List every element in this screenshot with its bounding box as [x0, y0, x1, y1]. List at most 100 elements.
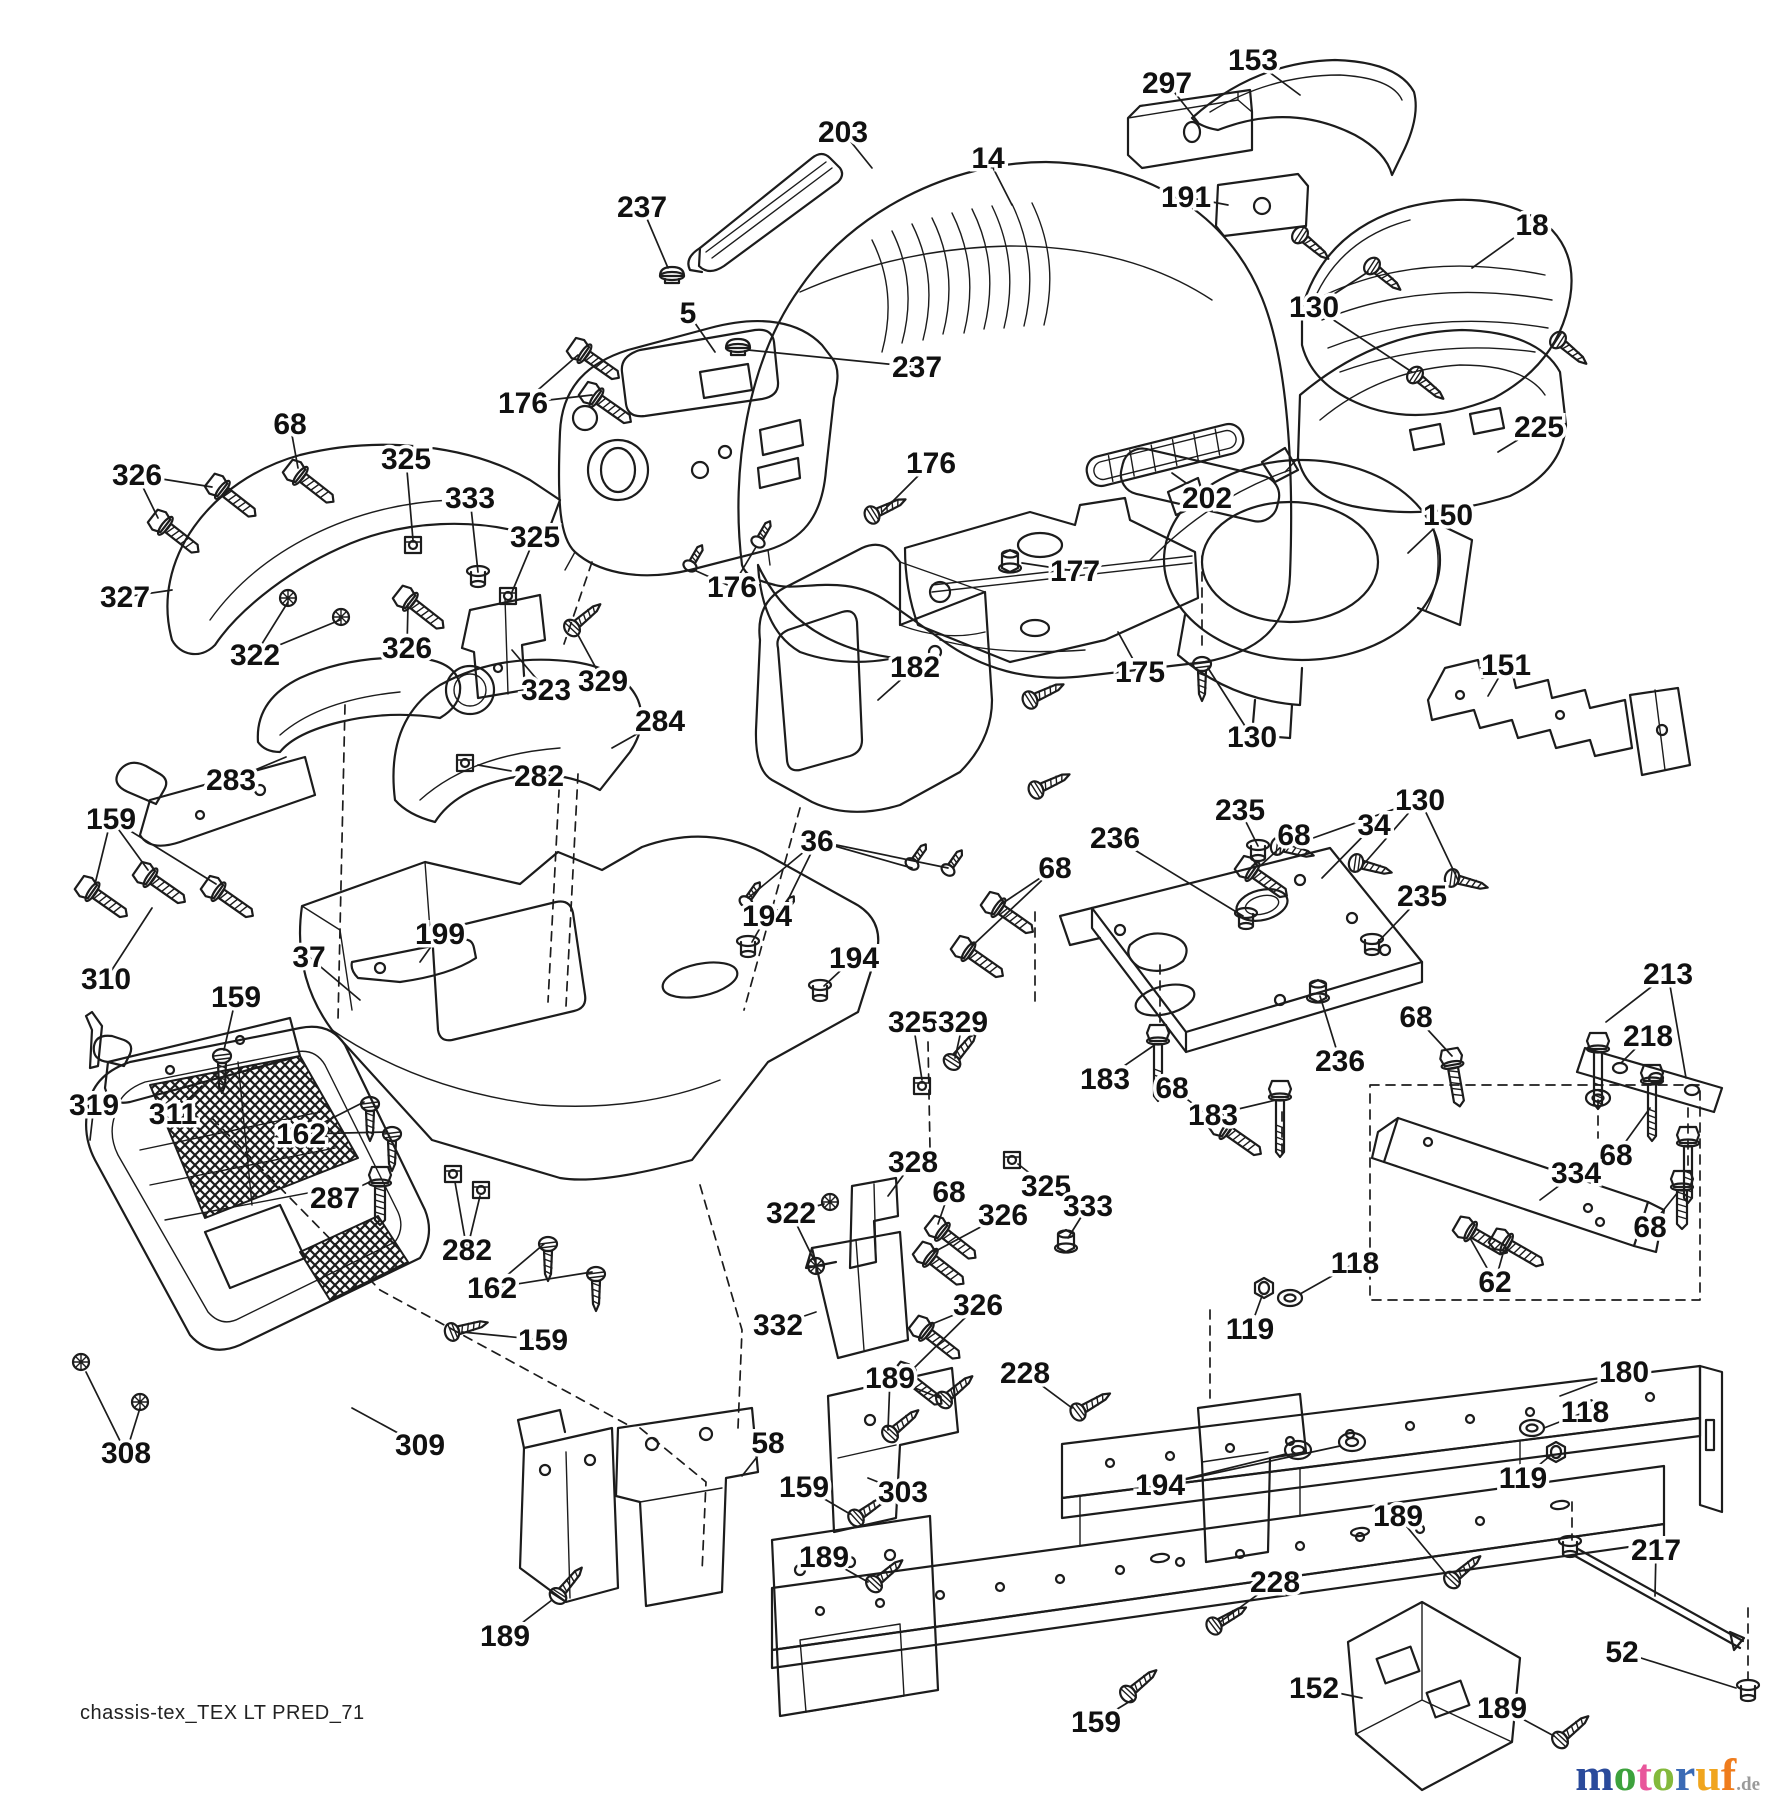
leader-line — [124, 589, 173, 598]
leader-line — [1159, 1445, 1341, 1486]
axle-bracket-parts — [516, 1406, 760, 1608]
part-label-183: 183 — [1188, 1099, 1238, 1132]
leader-line — [823, 1556, 869, 1583]
leader-line — [1299, 1262, 1356, 1295]
part-label-130: 130 — [1395, 784, 1445, 817]
part-label-326: 326 — [978, 1199, 1028, 1232]
leader-line — [105, 907, 153, 980]
leader-line — [1095, 1699, 1133, 1723]
leader-line — [999, 867, 1056, 906]
screw-icon — [1287, 222, 1336, 267]
leader-line — [1471, 224, 1533, 269]
leader-line — [85, 1371, 127, 1454]
leader-line — [110, 818, 217, 885]
part-label-236: 236 — [1090, 822, 1140, 855]
leader-line — [477, 764, 540, 777]
leader-line — [731, 546, 757, 588]
part-label-329: 329 — [938, 1006, 988, 1039]
logo-letter: f — [1720, 1749, 1737, 1800]
part-label-52: 52 — [1605, 1636, 1638, 1669]
fan-shroud-part — [1162, 446, 1474, 740]
part-label-297: 297 — [1142, 67, 1192, 100]
leader-line — [172, 1085, 203, 1115]
bolt-icon — [71, 872, 135, 926]
leader-line — [491, 1271, 593, 1289]
part-label-213: 213 — [1643, 958, 1693, 991]
motoruf-logo: motoruf.de — [1575, 1752, 1760, 1798]
leader-line — [1185, 196, 1229, 206]
part-label-14: 14 — [971, 142, 1005, 175]
leader-line — [1559, 1371, 1625, 1397]
leader-line — [454, 1181, 468, 1251]
leader-line — [94, 818, 112, 885]
part-label-284: 284 — [635, 705, 685, 738]
part-label-189: 189 — [865, 1362, 915, 1395]
screw-icon — [441, 1312, 492, 1344]
part-label-162: 162 — [467, 1272, 517, 1305]
logo-letter: t — [1636, 1749, 1652, 1800]
part-label-218: 218 — [1623, 1020, 1673, 1053]
part-label-228: 228 — [1250, 1566, 1300, 1599]
screw-icon — [1066, 1384, 1116, 1425]
leader-line — [1171, 1087, 1221, 1125]
screw-icon — [1359, 253, 1408, 298]
leader-line — [816, 840, 949, 869]
leader-line — [1469, 1237, 1496, 1283]
side-panel-part — [166, 443, 562, 700]
part-label-189: 189 — [1477, 1692, 1527, 1725]
leader-line — [790, 1212, 815, 1261]
leader-line — [308, 956, 361, 1001]
leader-line — [641, 206, 669, 269]
part-label-189: 189 — [1373, 1500, 1423, 1533]
pushnut-icon — [806, 1256, 826, 1276]
alignment-dashed-line — [547, 771, 561, 1003]
leader-line — [693, 569, 733, 588]
part-label-68: 68 — [1399, 1001, 1432, 1034]
leader-line — [300, 1131, 387, 1135]
tophat-icon — [1245, 838, 1271, 863]
leader-line — [1239, 809, 1259, 847]
part-label-176: 176 — [498, 387, 548, 420]
leader-lines — [85, 59, 1737, 1737]
leader-line — [491, 1243, 545, 1289]
leader-line — [937, 1191, 950, 1225]
bolt-icon — [563, 334, 627, 388]
leader-line — [466, 1195, 481, 1251]
leader-line — [971, 867, 1056, 947]
part-label-202: 202 — [1182, 482, 1232, 515]
part-label-329: 329 — [578, 665, 628, 698]
leader-line — [747, 840, 818, 899]
drawing-code: chassis-tex_TEX LT PRED_71 — [80, 1702, 365, 1724]
part-label-176: 176 — [906, 447, 956, 480]
leader-line — [461, 1331, 544, 1341]
washer-icon — [1518, 1418, 1546, 1438]
part-label-225: 225 — [1514, 411, 1564, 444]
screw-icon — [1547, 1708, 1596, 1753]
logo-wordmark: motoruf — [1575, 1749, 1736, 1800]
washer-icon — [1276, 1288, 1304, 1308]
leader-line — [911, 1304, 979, 1371]
alignment-dashed-line — [699, 1184, 743, 1429]
alignment-dashed-line — [211, 1117, 629, 1426]
leader-line — [912, 1021, 923, 1081]
frame-part — [770, 1364, 1724, 1718]
lower-dash-panel-part — [754, 543, 994, 813]
support-plate-part — [903, 496, 1200, 664]
part-label-152: 152 — [1289, 1672, 1339, 1705]
part-label-203: 203 — [818, 116, 868, 149]
screw-icon — [1018, 675, 1069, 713]
leader-line — [351, 1407, 421, 1446]
leader-line — [1313, 1687, 1363, 1699]
part-label-58: 58 — [751, 1427, 784, 1460]
part-label-237: 237 — [617, 191, 667, 224]
part-label-199: 199 — [415, 918, 465, 951]
part-label-194: 194 — [742, 900, 792, 933]
leader-line — [254, 619, 341, 656]
leader-line — [1494, 1249, 1505, 1283]
leader-line — [741, 1442, 769, 1477]
fender-parts — [256, 656, 643, 824]
part-label-150: 150 — [1423, 499, 1473, 532]
leader-line — [577, 634, 604, 682]
part-label-325: 325 — [381, 443, 431, 476]
leader-line — [1667, 973, 1687, 1079]
